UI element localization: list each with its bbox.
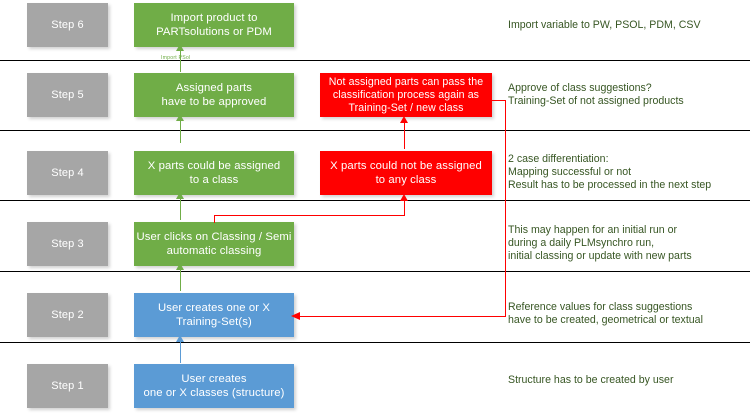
step-label-box-4: Step 4 — [27, 151, 108, 195]
alt-box-step-5[interactable]: Not assigned parts can pass the classifi… — [320, 73, 492, 117]
red-arrow-step4-to-step5-line — [404, 119, 405, 149]
flow-arrow-step3-to-step4-head — [175, 192, 184, 199]
alt-box-step-4[interactable]: X parts could not be assigned to any cla… — [320, 151, 492, 195]
row-divider — [0, 271, 750, 272]
process-box-step-1[interactable]: User creates one or X classes (structure… — [134, 364, 294, 408]
step-label-box-6: Step 6 — [27, 3, 108, 47]
step-label-box-3: Step 3 — [27, 222, 108, 266]
red-arrow-step3-branch-head — [399, 194, 408, 201]
step-label-box-2: Step 2 — [27, 293, 108, 337]
row-divider — [0, 60, 750, 61]
flow-arrow-step5-to-step6-head — [175, 44, 184, 51]
flow-arrow-step1-to-step2-head — [175, 335, 184, 342]
red-arrow-step3-branch-stub — [214, 215, 215, 223]
note-step-4: 2 case differentiation: Mapping successf… — [508, 153, 712, 192]
flow-arrow-step5-to-step6-line — [180, 47, 181, 72]
note-step-1: Structure has to be created by user — [508, 374, 674, 386]
red-arrow-step3-branch-vertical — [404, 198, 405, 216]
flow-arrow-step3-to-step4-line — [180, 195, 181, 220]
edge-label-import-psol: Import PSol — [161, 55, 191, 61]
red-feedback-bottom-horizontal — [300, 316, 506, 317]
process-box-step-3[interactable]: User clicks on Classing / Semi automatic… — [134, 222, 294, 266]
red-feedback-vertical — [505, 100, 506, 317]
step-label-box-1: Step 1 — [27, 364, 108, 408]
red-arrow-step3-branch-horizontal — [214, 215, 405, 216]
flow-arrow-step2-to-step3-line — [180, 266, 181, 291]
note-step-2: Reference values for class suggestions h… — [508, 301, 703, 327]
flow-arrow-step2-to-step3-head — [175, 263, 184, 270]
red-arrow-step4-to-step5-head — [399, 116, 408, 123]
process-box-step-5[interactable]: Assigned parts have to be approved — [134, 73, 294, 117]
row-divider — [0, 130, 750, 131]
red-feedback-top-horizontal — [492, 100, 506, 101]
process-box-step-6[interactable]: Import product to PARTsolutions or PDM — [134, 3, 294, 47]
note-step-3: This may happen for an initial run or du… — [508, 224, 692, 263]
row-divider — [0, 342, 750, 343]
process-box-step-4[interactable]: X parts could be assigned to a class — [134, 151, 294, 195]
process-box-step-2[interactable]: User creates one or X Training-Set(s) — [134, 293, 294, 337]
flow-arrow-step4-to-step5-head — [175, 114, 184, 121]
flow-arrow-step4-to-step5-line — [180, 117, 181, 143]
note-step-6: Import variable to PW, PSOL, PDM, CSV — [508, 19, 701, 31]
row-divider — [0, 200, 750, 201]
step-label-box-5: Step 5 — [27, 73, 108, 117]
note-step-5: Approve of class suggestions? Training-S… — [508, 82, 684, 108]
red-feedback-arrow-head — [291, 312, 300, 320]
flow-arrow-step1-to-step2-line — [180, 338, 181, 363]
